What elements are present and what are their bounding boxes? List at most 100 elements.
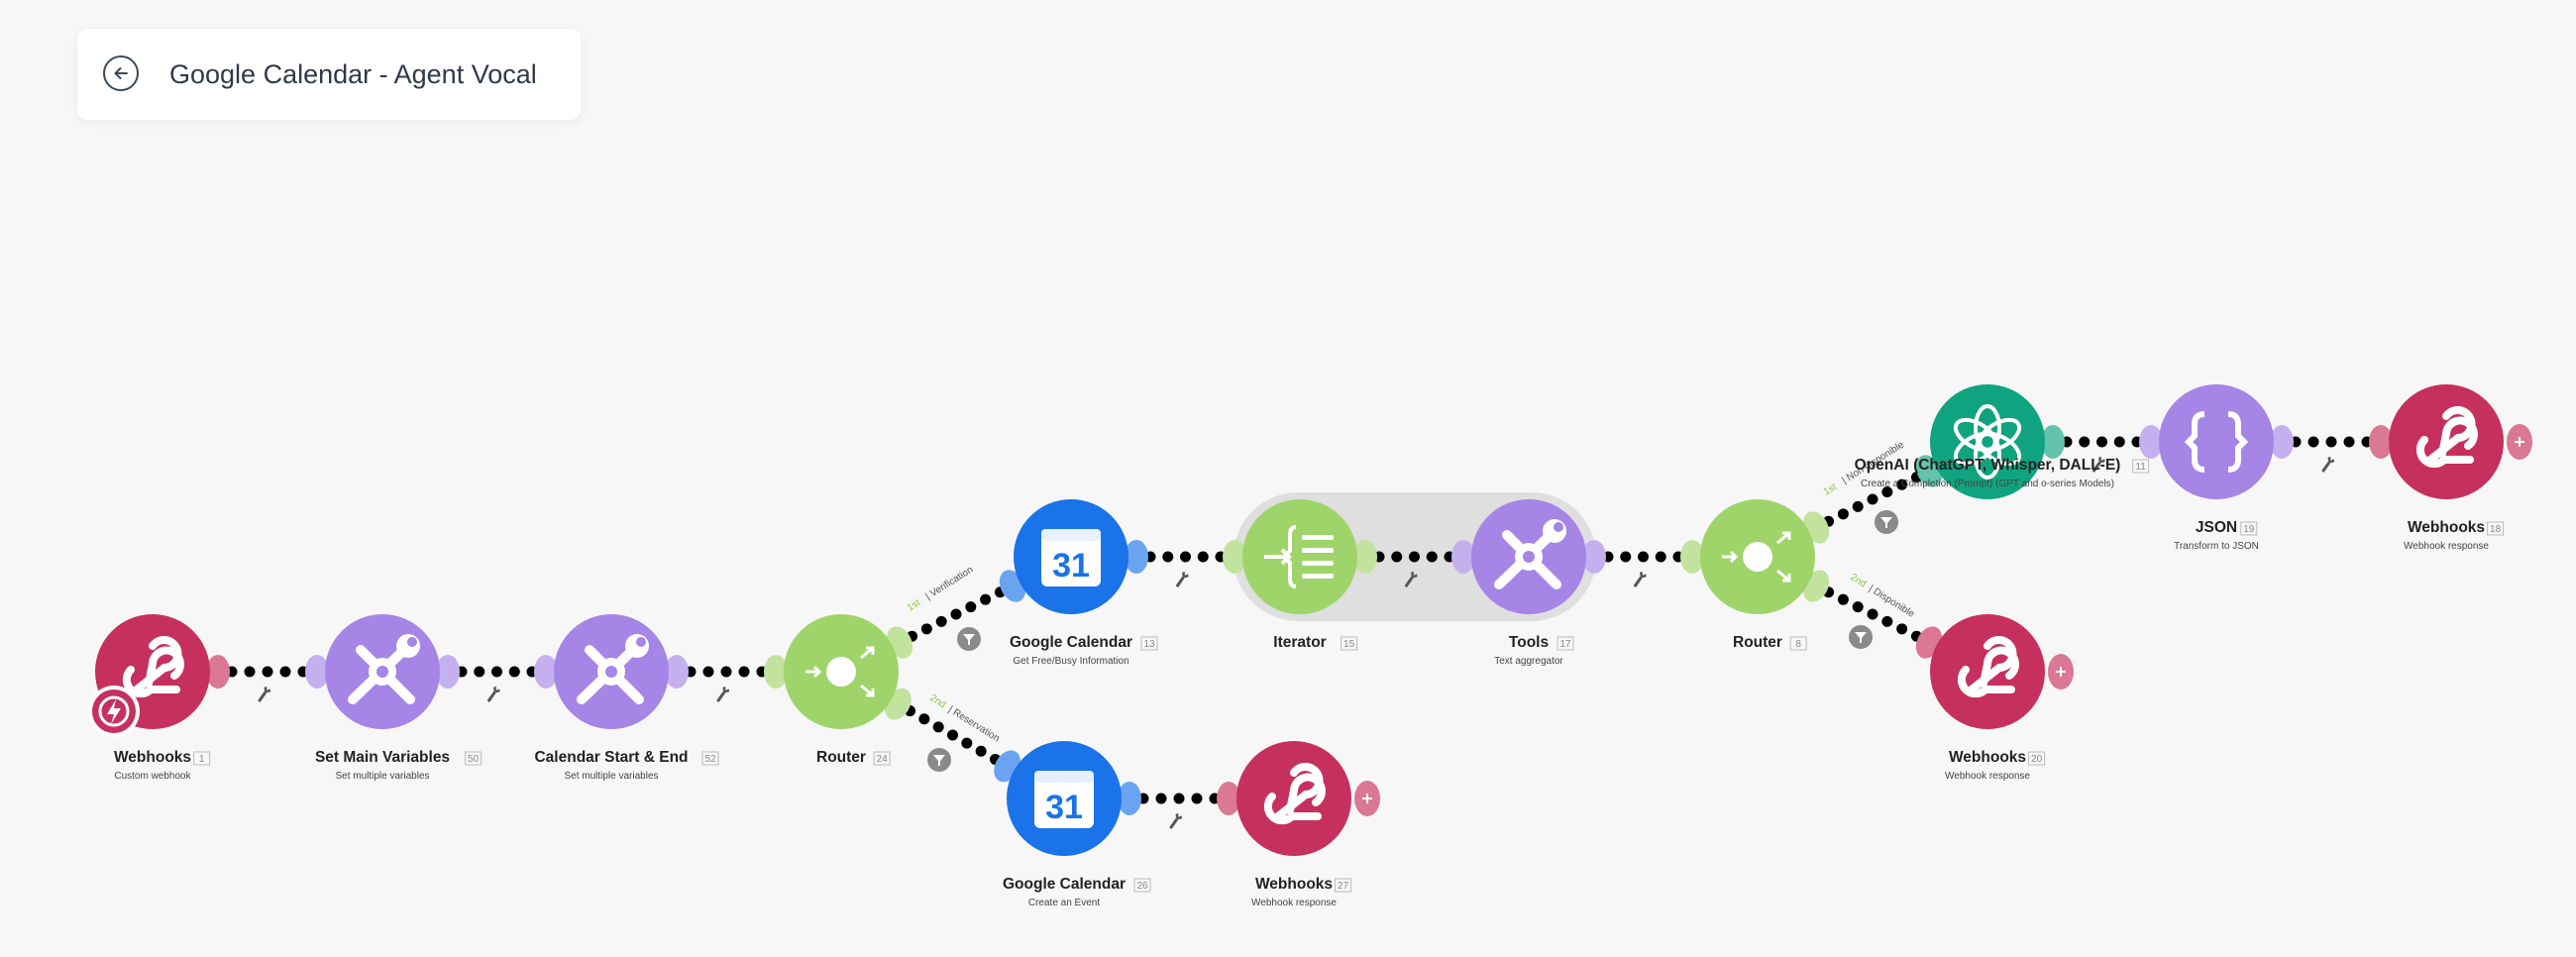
output-port[interactable] [2270, 425, 2294, 459]
module-name: Calendar Start & End [534, 749, 688, 766]
connection-dot [961, 737, 973, 749]
output-port[interactable] [1353, 540, 1377, 574]
connection-dot [720, 666, 732, 678]
connection-dot [1620, 551, 1632, 563]
route-label-reservation: 2nd| Reservation [927, 692, 1001, 744]
connection-dot [262, 666, 273, 678]
output-port[interactable] [665, 655, 689, 689]
openai-icon [1953, 404, 2022, 479]
module-number: 52 [704, 754, 716, 765]
input-port[interactable] [534, 655, 558, 689]
connection-dot [1426, 551, 1438, 563]
wrench-icon[interactable] [1173, 571, 1189, 589]
connection-dot [965, 601, 977, 613]
module-circle[interactable] [2159, 384, 2274, 499]
connection-dot [1852, 500, 1864, 512]
filter-icon[interactable] [957, 627, 981, 651]
connection-dot [491, 666, 502, 678]
wrench-icon[interactable] [1631, 571, 1647, 589]
filter-icon[interactable] [1875, 510, 1898, 534]
filter-icon[interactable] [1849, 625, 1873, 649]
router-icon [1722, 531, 1791, 583]
connection-dot [975, 745, 987, 757]
module-number-box [2487, 521, 2505, 536]
output-port[interactable] [2041, 425, 2065, 459]
module-number: 8 [1795, 639, 1801, 650]
module-number: 11 [2135, 462, 2146, 473]
connection-dot [935, 615, 947, 627]
output-port[interactable] [1582, 540, 1606, 574]
module-name: Router [816, 749, 866, 766]
connection-dot [950, 608, 962, 620]
connection-dot [2343, 436, 2355, 448]
input-port[interactable] [2139, 425, 2163, 459]
module-circle[interactable] [1242, 499, 1357, 614]
input-port[interactable] [1680, 540, 1704, 574]
add-module-button[interactable] [1354, 781, 1380, 816]
input-port[interactable] [1451, 540, 1475, 574]
connection-dot [1197, 551, 1209, 563]
module-circle[interactable] [1930, 384, 2045, 499]
input-port[interactable] [764, 655, 788, 689]
module-number: 13 [1143, 639, 1155, 650]
output-port[interactable] [1118, 782, 1141, 815]
filter-icon[interactable] [927, 748, 951, 772]
webhook-icon [2415, 406, 2478, 469]
input-port[interactable] [1217, 782, 1240, 815]
module-number: 20 [2031, 754, 2043, 765]
wrench-icon[interactable] [1402, 571, 1418, 589]
input-port[interactable] [1223, 540, 1246, 574]
add-module-button[interactable] [2048, 654, 2074, 690]
module-subtitle: Text aggregator [1494, 656, 1563, 667]
connection-dot [1867, 493, 1878, 505]
webhook-icon [122, 636, 184, 698]
module-name: Set Main Variables [315, 749, 450, 766]
wrench-icon[interactable] [2090, 456, 2105, 475]
output-port[interactable] [1125, 540, 1148, 574]
wrench-icon[interactable] [714, 686, 730, 704]
module-openai-11[interactable]: OpenAI (ChatGPT, Whisper, DALL-E)11Creat… [1855, 384, 2150, 499]
input-port[interactable] [305, 655, 329, 689]
connection-dot [1191, 793, 1203, 804]
module-number: 15 [1343, 639, 1355, 650]
module-subtitle: Set multiple variables [564, 771, 658, 782]
output-port[interactable] [206, 655, 230, 689]
connection-dot [920, 623, 932, 635]
module-number: 50 [468, 754, 480, 765]
wrench-icon[interactable] [2319, 456, 2335, 475]
add-module-button[interactable] [2507, 424, 2532, 460]
module-name: Webhooks [1949, 749, 2026, 766]
wrench-icon[interactable] [1167, 812, 1183, 831]
connection-dot [2079, 436, 2091, 448]
module-number-box [1789, 636, 1807, 651]
module-name: JSON [2196, 519, 2237, 536]
wrench-icon[interactable] [256, 686, 271, 704]
output-port[interactable] [436, 655, 460, 689]
module-number: 1 [199, 754, 205, 765]
lightning-icon[interactable] [88, 686, 140, 737]
connection-dot [1173, 793, 1185, 804]
google-calendar-icon: 31 [1034, 771, 1094, 828]
connection-dot [279, 666, 291, 678]
wrench-icon[interactable] [484, 686, 500, 704]
back-button[interactable] [103, 55, 139, 91]
module-number: 26 [1136, 881, 1148, 892]
module-number-box [1335, 878, 1352, 893]
input-port[interactable] [2369, 425, 2393, 459]
